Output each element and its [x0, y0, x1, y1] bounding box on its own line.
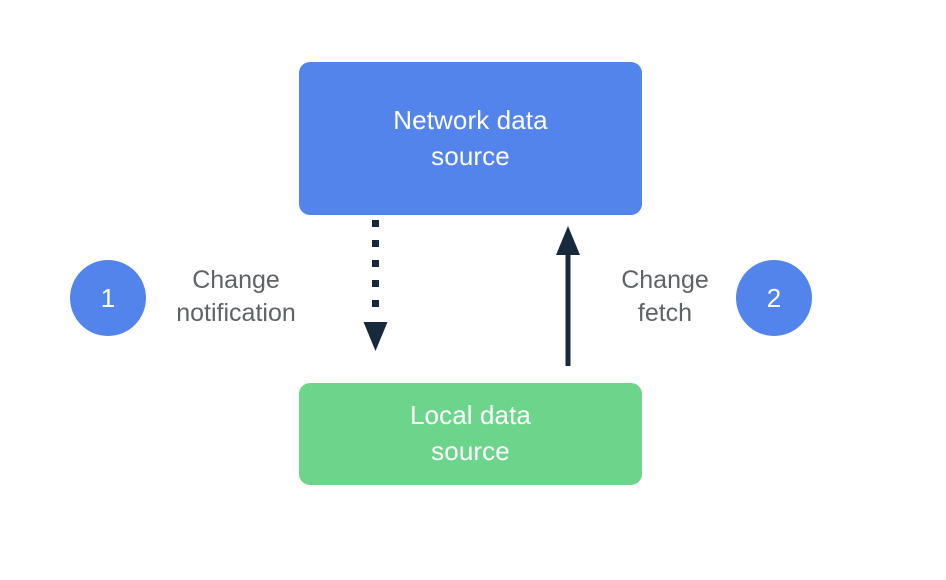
step-label-change-notification: Change notification	[176, 266, 296, 328]
step-badge-2[interactable]: 2	[736, 260, 812, 336]
step-label-change-fetch: Change fetch	[621, 266, 709, 328]
node-local-data-source[interactable]: Local data source	[299, 383, 642, 485]
node-network-data-source-label: Network data source	[393, 104, 548, 171]
step-badge-1[interactable]: 1	[70, 260, 146, 336]
arrow-change-notification-down-dotted	[363, 220, 388, 351]
step-badge-2-number: 2	[766, 283, 782, 313]
node-local-data-source-label: Local data source	[410, 400, 531, 466]
arrow-change-fetch-up-solid	[556, 226, 580, 366]
node-network-data-source[interactable]: Network data source	[299, 62, 642, 215]
step-badge-1-number: 1	[100, 283, 116, 313]
